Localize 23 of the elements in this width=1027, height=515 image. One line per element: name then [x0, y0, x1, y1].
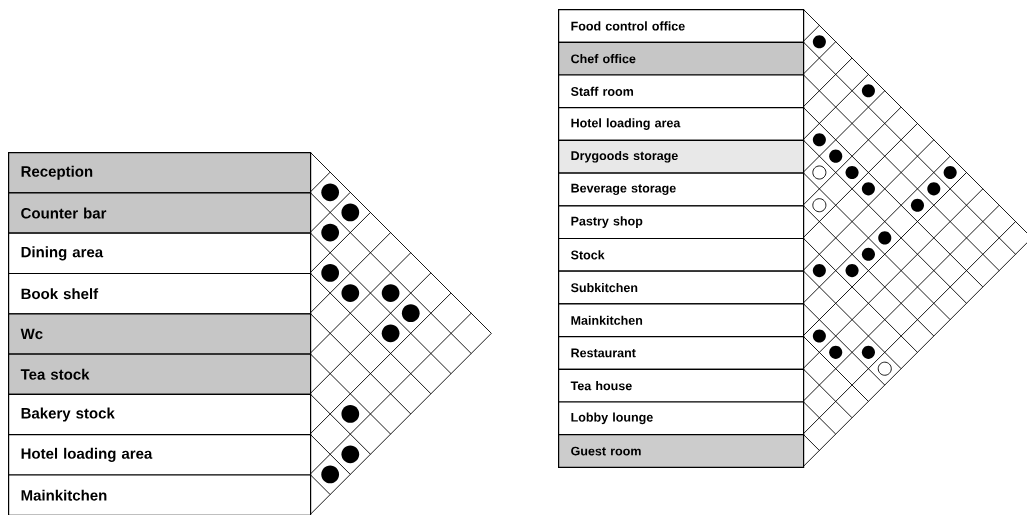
room-box: Staff room — [558, 74, 805, 109]
room-box: Lobby lounge — [558, 401, 805, 436]
room-box: Beverage storage — [558, 172, 805, 207]
room-box: Tea stock — [8, 353, 312, 395]
room-box: Food control office — [558, 9, 805, 43]
room-box: Pastry shop — [558, 205, 805, 240]
room-box: Dining area — [8, 232, 312, 275]
room-box: Mainkitchen — [558, 303, 805, 338]
room-box: Chef office — [558, 41, 805, 76]
room-box: Wc — [8, 313, 312, 355]
room-box: Book shelf — [8, 272, 312, 315]
room-box: Tea house — [558, 368, 805, 403]
room-box: Counter bar — [8, 192, 312, 234]
room-box: Guest room — [558, 434, 805, 468]
room-box: Reception — [8, 152, 312, 194]
room-box: Hotel loading area — [8, 434, 312, 476]
room-box: Mainkitchen — [8, 474, 312, 515]
room-box: Drygoods storage — [558, 139, 805, 174]
room-box: Stock — [558, 237, 805, 272]
room-box: Hotel loading area — [558, 107, 805, 141]
room-box: Bakery stock — [8, 393, 312, 436]
room-box: Subkitchen — [558, 270, 805, 305]
room-box: Restaurant — [558, 336, 805, 370]
